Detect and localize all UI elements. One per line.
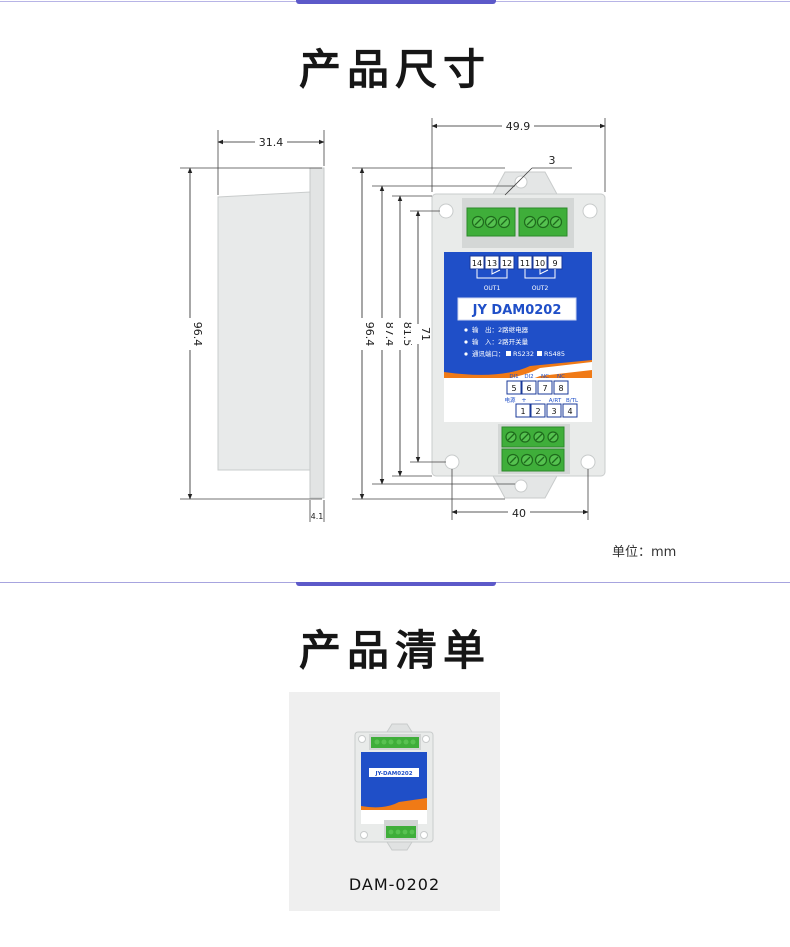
terminal-2: 2: [535, 407, 540, 416]
hole-offset-label: 3: [549, 154, 556, 167]
unit-label: 单位：mm: [612, 545, 677, 560]
terminal-8: 8: [558, 384, 563, 393]
front-height-2-label: 87.4: [383, 322, 396, 347]
top-accent-bar: [0, 0, 790, 4]
label-b-tl: B/TL: [566, 398, 579, 404]
label-nc-1: NC: [541, 374, 549, 380]
label-minus: —: [535, 396, 542, 404]
label-a-rt: A/RT: [549, 398, 562, 404]
label-di2: DI2: [524, 374, 533, 380]
terminal-14: 14: [472, 259, 482, 268]
label-power: 电源: [504, 396, 516, 404]
power-terminal-labels: 电源 + — A/RT B/TL 1 2 3 4: [504, 396, 579, 418]
product-card: JY-DAM0202: [289, 692, 500, 911]
front-height-4-label: 71: [419, 327, 432, 341]
relay-terminal-labels: 14 13 12 11 10 9 OUT1 OUT2: [469, 255, 563, 292]
front-width-label: 49.9: [506, 120, 531, 133]
front-height-total-label: 96.4: [363, 322, 376, 347]
dimension-drawing: 31.4 96.4 4.1: [180, 118, 606, 522]
front-height-3-label: 81.5: [401, 322, 414, 347]
product-image-model: JY-DAM0202: [374, 771, 412, 777]
out1-label: OUT1: [484, 285, 501, 292]
model-name: JY DAM0202: [472, 303, 562, 318]
spec-lines: 输 出：2路继电器 输 入：2路开关量 通讯端口： RS232 RS485: [464, 325, 565, 358]
spec-output: 输 出：2路继电器: [472, 325, 529, 334]
product-caption: DAM-0202: [348, 875, 441, 894]
terminal-1: 1: [520, 407, 525, 416]
hole-spacing-label: 40: [512, 507, 526, 520]
label-di1: DI1: [509, 374, 518, 380]
terminal-13: 13: [487, 259, 497, 268]
section-divider: [0, 582, 790, 588]
terminal-12: 12: [502, 259, 512, 268]
side-view: 31.4 96.4 4.1: [180, 130, 325, 522]
terminal-3: 3: [551, 407, 556, 416]
side-thickness-label: 4.1: [311, 512, 324, 521]
label-nc-2: NC: [557, 374, 565, 380]
terminal-9: 9: [552, 259, 557, 268]
terminal-6: 6: [526, 384, 531, 393]
dimensions-title: 产品尺寸: [298, 45, 491, 94]
comm-rs232: RS232: [513, 350, 534, 358]
terminal-10: 10: [535, 259, 545, 268]
side-height-label: 96.4: [191, 322, 204, 347]
spec-input: 输 入：2路开关量: [472, 337, 529, 346]
out2-label: OUT2: [532, 285, 549, 292]
side-width-label: 31.4: [259, 136, 284, 149]
input-terminal-labels: DI1 DI2 NC NC 5 6 7 8: [506, 374, 569, 395]
terminal-7: 7: [542, 384, 547, 393]
terminal-4: 4: [567, 407, 572, 416]
front-dimensions: [352, 118, 606, 520]
comm-rs485: RS485: [544, 350, 565, 358]
label-plus: +: [521, 396, 526, 404]
spec-comm: 通讯端口：: [472, 349, 505, 358]
terminal-5: 5: [511, 384, 516, 393]
list-title: 产品清单: [298, 626, 491, 675]
front-view: 14 13 12 11 10 9 OUT1 OUT2 JY DAM0202 输 …: [431, 171, 606, 499]
terminal-11: 11: [520, 259, 530, 268]
product-image: JY-DAM0202: [354, 723, 434, 851]
